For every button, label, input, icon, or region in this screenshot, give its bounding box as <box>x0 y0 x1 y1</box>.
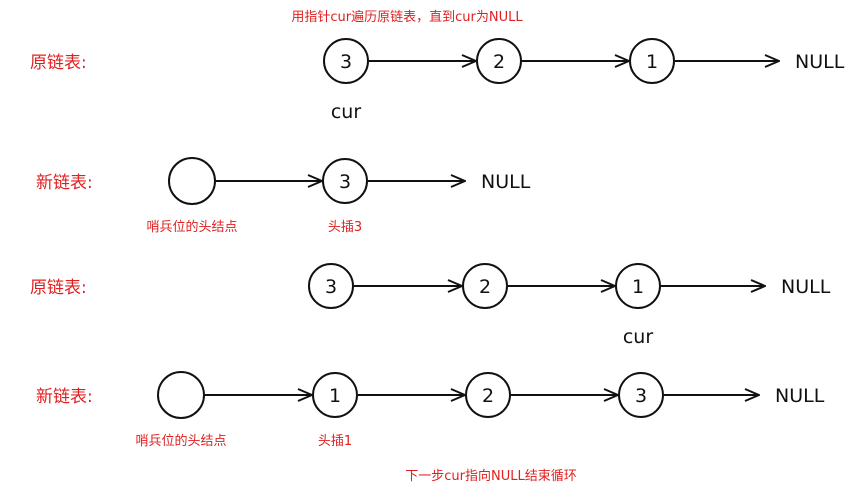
node-value: 1 <box>632 276 644 298</box>
node-value: 3 <box>325 276 337 298</box>
node-value: 3 <box>340 51 352 73</box>
list-node <box>615 263 661 309</box>
node-value: 3 <box>635 385 647 407</box>
node-value: 2 <box>479 276 491 298</box>
sentinel-node <box>157 371 205 419</box>
node-value: 1 <box>646 51 658 73</box>
row-title: 新链表: <box>36 387 93 407</box>
head-insert-caption: 头插3 <box>328 220 362 235</box>
list-node <box>476 38 522 84</box>
list-node <box>323 38 369 84</box>
list-node <box>322 158 368 204</box>
null-terminal: NULL <box>781 276 831 298</box>
sentinel-caption: 哨兵位的头结点 <box>146 219 237 235</box>
list-node <box>308 263 354 309</box>
null-terminal: NULL <box>775 385 825 407</box>
list-node <box>629 38 675 84</box>
null-terminal: NULL <box>481 171 531 193</box>
list-node <box>312 372 358 418</box>
node-value: 2 <box>493 51 505 73</box>
node-value: 1 <box>329 385 341 407</box>
sentinel-node <box>168 157 216 205</box>
row-title: 新链表: <box>36 173 93 193</box>
row-title: 原链表: <box>30 278 87 298</box>
note-top: 用指针cur遍历原链表，直到cur为NULL <box>291 9 523 25</box>
list-node <box>462 263 508 309</box>
cur-pointer-label: cur <box>623 326 653 348</box>
row-title: 原链表: <box>30 53 87 73</box>
head-insert-caption: 头插1 <box>318 434 352 449</box>
sentinel-caption: 哨兵位的头结点 <box>135 433 226 449</box>
list-node <box>465 372 511 418</box>
null-terminal: NULL <box>795 51 845 73</box>
cur-pointer-label: cur <box>331 101 361 123</box>
list-node <box>618 372 664 418</box>
node-value: 2 <box>482 385 494 407</box>
node-value: 3 <box>339 171 351 193</box>
note-bottom: 下一步cur指向NULL结束循环 <box>405 468 576 484</box>
